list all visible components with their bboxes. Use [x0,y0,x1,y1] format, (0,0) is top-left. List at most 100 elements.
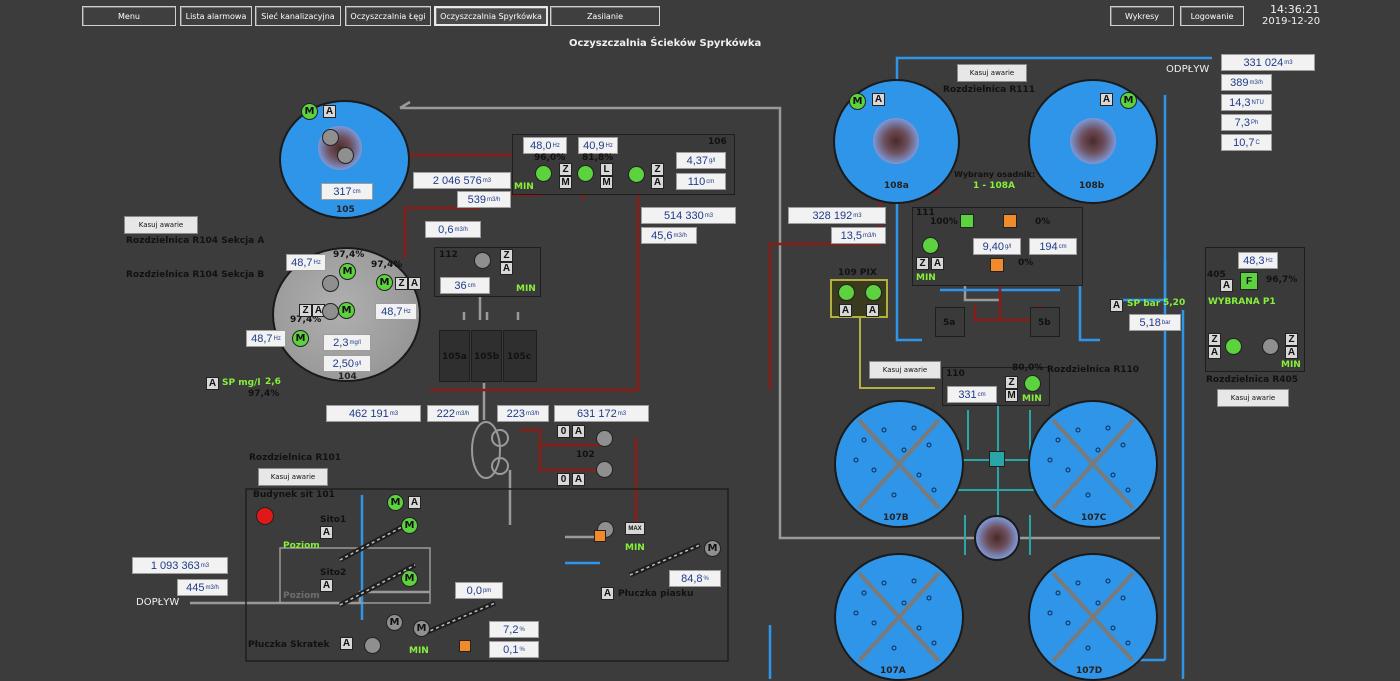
sito2-a-badge[interactable]: A [320,579,333,592]
r405-p1-z-badge[interactable]: Z [1208,333,1221,346]
tank-108a-motor-icon[interactable]: M [849,93,866,110]
chamber-105c[interactable] [503,330,537,382]
nav-alarm-list-button[interactable]: Lista alarmowa [180,6,252,26]
washer-motor-1-icon[interactable]: M [386,614,403,631]
sand-a-badge[interactable]: A [601,587,614,600]
r104-reset-button[interactable]: Kasuj awarie [124,216,198,234]
chamber-5a[interactable] [935,307,965,337]
r104-c-fan-icon[interactable] [322,303,339,320]
grit-102-2-a-badge[interactable]: A [572,473,585,486]
r104-a-fan-icon[interactable] [322,275,339,292]
pump-112-icon[interactable] [474,252,491,269]
r405-p2-pump-icon[interactable] [1262,338,1279,355]
pump-106-1-z-badge[interactable]: Z [559,163,572,176]
distribution-chamber[interactable] [974,515,1020,561]
washer-pct-0-1: 0,1% [489,641,539,658]
pump-106-2-m-badge[interactable]: M [600,176,613,189]
r405-reset-button[interactable]: Kasuj awarie [1217,389,1289,407]
sito1-motor-icon[interactable]: M [401,517,418,534]
nav-login-button[interactable]: Logowanie [1180,6,1244,26]
pump-106-2-l-badge[interactable]: L [600,163,613,176]
washer-pump-icon[interactable] [364,637,381,654]
r101-reset-button[interactable]: Kasuj awarie [258,468,328,486]
chamber-105a[interactable] [439,330,470,382]
sito1-a-badge[interactable]: A [320,526,333,539]
pix-pump-2-a-badge[interactable]: A [866,304,879,317]
screen-building-label: Budynek sit 101 [253,490,335,500]
screen-a-badge[interactable]: A [408,496,421,509]
r110-reset-button[interactable]: Kasuj awarie [869,361,941,379]
pump-106-3-a-badge[interactable]: A [651,176,664,189]
sand-valve-icon[interactable] [594,530,606,542]
washer-a-badge[interactable]: A [340,637,353,650]
tank-108a-a-badge[interactable]: A [872,93,885,106]
r104-b-motor-icon[interactable]: M [376,274,393,291]
sp-bar-a-badge[interactable]: A [1110,299,1123,312]
pump-111-z-badge[interactable]: Z [916,257,929,270]
grit-102-1-pump-icon[interactable] [596,430,613,447]
r111-reset-button[interactable]: Kasuj awarie [957,64,1027,82]
valve-111-3-icon[interactable] [990,258,1004,272]
nav-charts-button[interactable]: Wykresy [1110,6,1174,26]
panel-111-id: 111 [916,208,935,218]
valve-111-2-icon[interactable] [1003,214,1017,228]
chamber-105b-label: 105b [474,352,500,362]
pump-110-icon[interactable] [1024,375,1041,392]
screen-motor-icon[interactable]: M [387,494,404,511]
pump-110-z-badge[interactable]: Z [1005,376,1018,389]
fan-alarm-icon[interactable] [256,507,274,525]
sand-motor-icon[interactable]: M [704,540,721,557]
pump-106-3-icon[interactable] [628,166,645,183]
nav-menu-button[interactable]: Menu [82,6,176,26]
pump-112-z-badge[interactable]: Z [500,249,513,262]
nav-spyrkowka-plant-button[interactable]: Oczyszczalnia Spyrkówka [434,6,548,26]
r405-p2-z-badge[interactable]: Z [1285,333,1298,346]
r405-p1-pump-icon[interactable] [1225,338,1242,355]
tank-108b-motor-icon[interactable]: M [1120,92,1137,109]
tank-105-pump-icon[interactable] [322,129,339,146]
panel-106-id: 106 [708,137,727,147]
pix-pump-2-icon[interactable] [865,284,882,301]
tank-105-pump2-icon[interactable] [337,147,354,164]
chamber-105b[interactable] [471,330,502,382]
tank-104-pct-c: 97,4% [290,315,322,325]
pump-106-3-z-badge[interactable]: Z [651,163,664,176]
pump-111-a-badge[interactable]: A [931,257,944,270]
chamber-5b[interactable] [1030,307,1060,337]
r104-c-motor-icon[interactable]: M [338,302,355,319]
pump-111-icon[interactable] [922,237,939,254]
grit-102-2-pump-icon[interactable] [596,461,613,478]
r104-b-a-badge[interactable]: A [408,277,421,290]
pump-106-1-icon[interactable] [535,165,552,182]
r104-b-z-badge[interactable]: Z [395,277,408,290]
r405-p2-a-badge[interactable]: A [1285,346,1298,359]
nav-power-button[interactable]: Zasilanie [550,6,660,26]
nav-legi-plant-button[interactable]: Oczyszczalnia Łęgi [345,6,431,26]
chamber-5a-label: 5a [943,318,956,328]
sp-mg-a-badge[interactable]: A [206,377,219,390]
pump-112-a-badge[interactable]: A [500,262,513,275]
tank-108b-a-badge[interactable]: A [1100,93,1113,106]
r104-d-motor-icon[interactable]: M [292,330,309,347]
valve-111-1-icon[interactable] [960,214,974,228]
sand-pct: 84,8% [669,570,721,587]
sito2-motor-icon[interactable]: M [401,570,418,587]
pump-106-1-m-badge[interactable]: M [559,176,572,189]
pix-pump-1-a-badge[interactable]: A [839,304,852,317]
washer-valve-icon[interactable] [459,640,471,652]
washer-motor-2-icon[interactable]: M [413,620,430,637]
r405-a-badge[interactable]: A [1220,279,1233,292]
tank-105-auto-badge[interactable]: A [323,105,336,118]
pump-106-2-icon[interactable] [577,165,594,182]
grit-102-1-a-badge[interactable]: A [572,425,585,438]
pix-pump-1-icon[interactable] [838,284,855,301]
r104-a-motor-icon[interactable]: M [339,263,356,280]
pump-110-m-badge[interactable]: M [1005,389,1018,402]
r104-c-z-badge[interactable]: Z [299,304,312,317]
tank-105-motor-icon[interactable]: M [301,103,318,120]
r405-p1-a-badge[interactable]: A [1208,346,1221,359]
r405-f-badge[interactable]: F [1240,272,1258,290]
nav-sewer-network-button[interactable]: Sieć kanalizacyjna [255,6,341,26]
